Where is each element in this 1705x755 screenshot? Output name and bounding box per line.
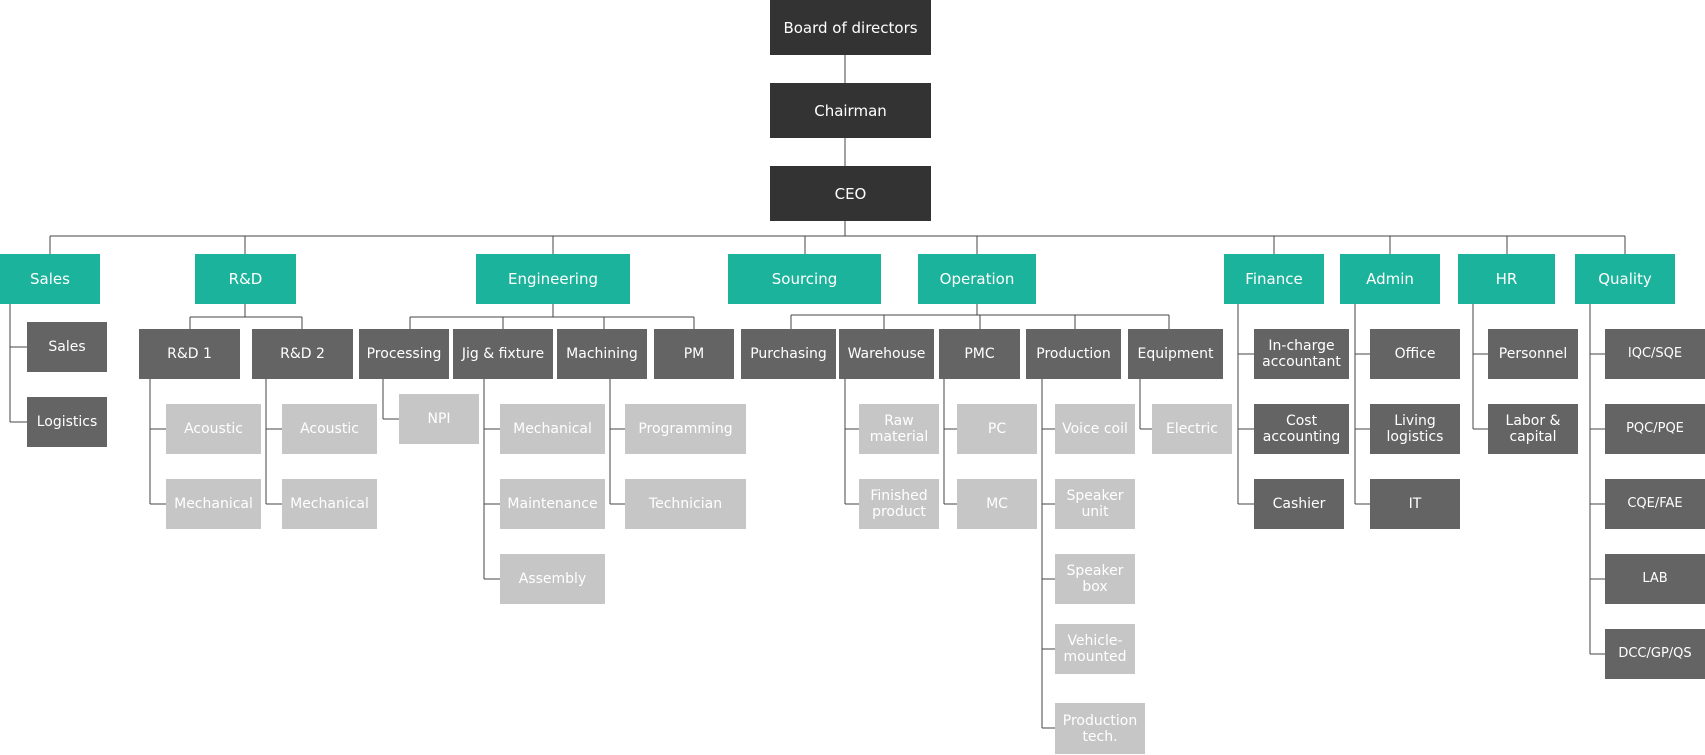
engineering-department-node: Engineering [476,254,630,304]
ceo-node: CEO [770,166,931,221]
logistics-node: Logistics [27,397,107,447]
npi-node: NPI [399,394,479,444]
production-tech-node: Production tech. [1055,703,1145,754]
labor-capital-node: Labor & capital [1488,404,1578,454]
it-node: IT [1370,479,1460,529]
warehouse-node: Warehouse [839,329,934,379]
speaker-unit-node: Speaker unit [1055,479,1135,529]
programming-node: Programming [625,404,746,454]
maintenance-node: Maintenance [500,479,605,529]
cashier-node: Cashier [1254,479,1344,529]
machining-node: Machining [557,329,647,379]
sales-team-node: Sales [27,322,107,372]
rd2-acoustic-node: Acoustic [282,404,377,454]
hr-department-node: HR [1458,254,1555,304]
rd1-node: R&D 1 [139,329,240,379]
chairman-node: Chairman [770,83,931,138]
rd2-mechanical-node: Mechanical [282,479,377,529]
speaker-box-node: Speaker box [1055,554,1135,604]
finished-product-node: Finished product [859,479,939,529]
assembly-node: Assembly [500,554,605,604]
personnel-node: Personnel [1488,329,1578,379]
pqc-pqe-node: PQC/PQE [1605,404,1705,454]
office-node: Office [1370,329,1460,379]
electric-node: Electric [1152,404,1232,454]
pm-node: PM [654,329,734,379]
technician-node: Technician [625,479,746,529]
production-node: Production [1026,329,1121,379]
sourcing-department-node: Sourcing [728,254,881,304]
finance-department-node: Finance [1224,254,1324,304]
cqe-fae-node: CQE/FAE [1605,479,1705,529]
vehicle-mounted-node: Vehicle-mounted [1055,624,1135,674]
voice-coil-node: Voice coil [1055,404,1135,454]
pmc-node: PMC [939,329,1020,379]
jig-fixture-node: Jig & fixture [453,329,553,379]
admin-department-node: Admin [1340,254,1440,304]
quality-department-node: Quality [1575,254,1675,304]
in-charge-accountant-node: In-charge accountant [1254,329,1349,379]
board-of-directors-node: Board of directors [770,0,931,55]
rd2-node: R&D 2 [252,329,353,379]
rd-department-node: R&D [195,254,296,304]
operation-department-node: Operation [918,254,1036,304]
living-logistics-node: Living logistics [1370,404,1460,454]
processing-node: Processing [359,329,449,379]
iqc-sqe-node: IQC/SQE [1605,329,1705,379]
mc-node: MC [957,479,1037,529]
rd1-mechanical-node: Mechanical [166,479,261,529]
cost-accounting-node: Cost accounting [1254,404,1349,454]
sales-department-node: Sales [0,254,100,304]
equipment-node: Equipment [1128,329,1223,379]
jig-mechanical-node: Mechanical [500,404,605,454]
dcc-gp-qs-node: DCC/GP/QS [1605,629,1705,679]
lab-node: LAB [1605,554,1705,604]
rd1-acoustic-node: Acoustic [166,404,261,454]
purchasing-node: Purchasing [741,329,836,379]
raw-material-node: Raw material [859,404,939,454]
pc-node: PC [957,404,1037,454]
